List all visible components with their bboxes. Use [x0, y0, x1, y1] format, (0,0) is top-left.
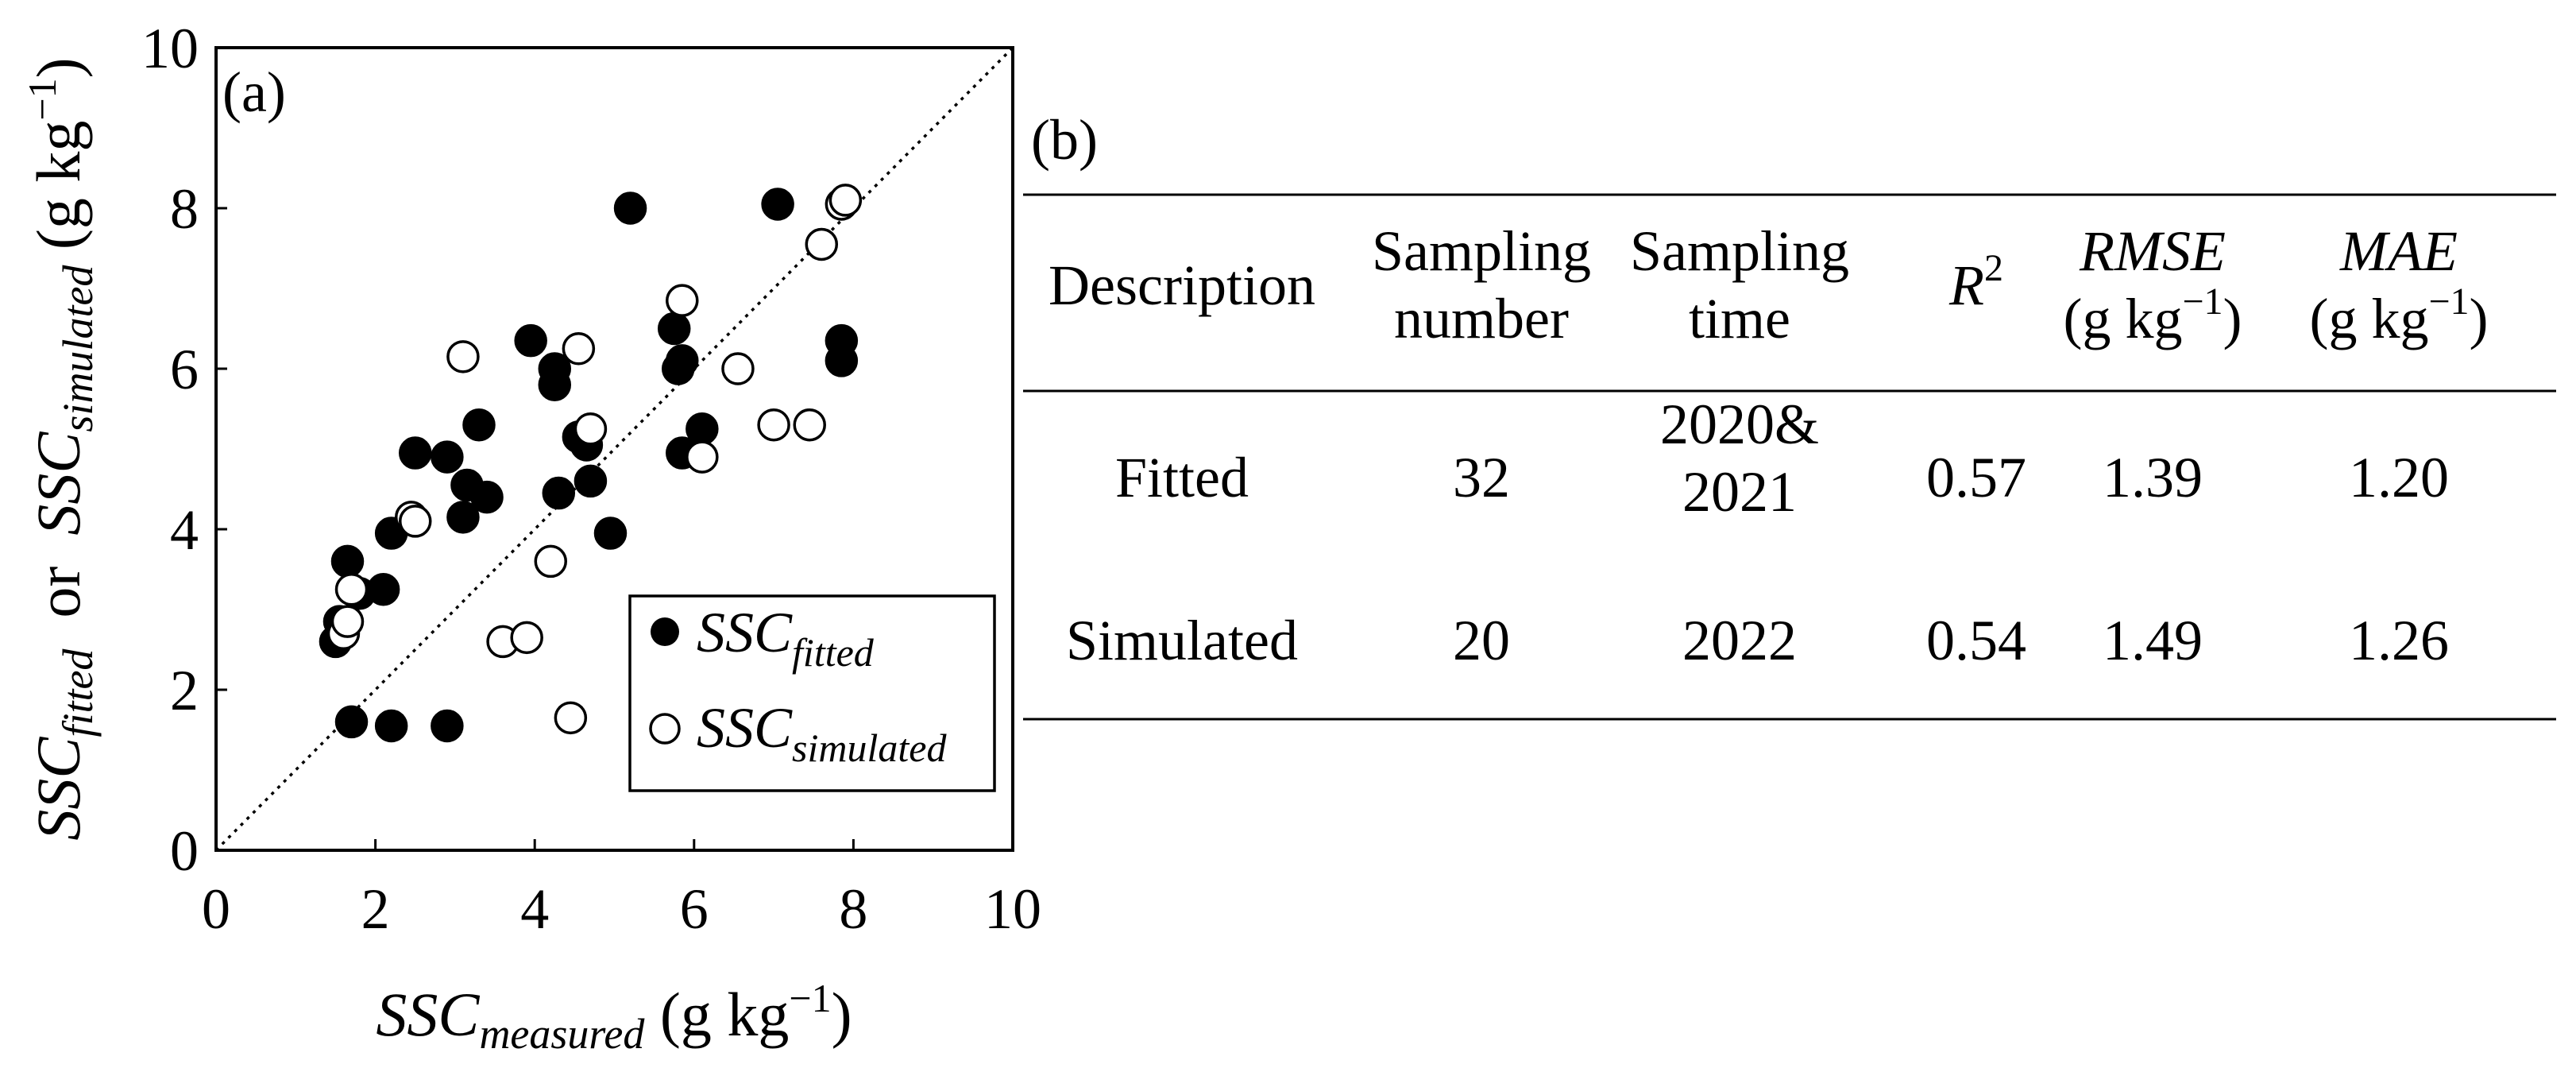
- point-fitted: [374, 709, 408, 743]
- point-simulated: [334, 573, 369, 606]
- point-fitted: [825, 344, 859, 377]
- point-simulated: [554, 701, 588, 735]
- y-tick-label: 8: [170, 177, 199, 241]
- y-tick-label: 10: [141, 17, 199, 80]
- y-axis-title: SSCfitted or SSCsimulated (g kg−1): [20, 57, 102, 840]
- point-fitted: [761, 188, 794, 221]
- legend-frame: [628, 594, 996, 792]
- table-cell: 20: [1453, 609, 1510, 672]
- x-tick-label: 4: [520, 877, 549, 941]
- table-cell: 1.39: [2103, 446, 2203, 509]
- point-fitted: [334, 705, 369, 739]
- column-header: R2: [1948, 247, 2003, 317]
- point-simulated: [793, 408, 826, 442]
- legend-marker-fitted: [651, 617, 679, 646]
- y-tick-label: 0: [170, 819, 199, 883]
- x-axis-title: SSCmeasured (g kg−1): [376, 976, 852, 1058]
- legend-label-simulated: SSCsimulated: [697, 696, 947, 770]
- point-simulated: [399, 505, 432, 538]
- point-fitted: [470, 480, 504, 514]
- column-header: MAE: [2339, 219, 2458, 283]
- x-tick-label: 10: [984, 877, 1041, 941]
- data-points: [319, 184, 863, 743]
- y-tick-label: 2: [170, 659, 199, 722]
- point-simulated: [828, 184, 863, 217]
- x-tick-label: 8: [839, 877, 867, 941]
- table-cell: 0.54: [1926, 609, 2026, 672]
- panel-label-b: (b): [1031, 108, 1098, 172]
- table-cell: 1.49: [2103, 609, 2203, 672]
- point-fitted: [666, 344, 699, 377]
- column-header: Sampling: [1372, 219, 1591, 283]
- point-fitted: [593, 517, 628, 550]
- column-header: number: [1394, 287, 1569, 350]
- scatter-panel: 0 2 4 6 8 10 0 2 4 6 8 10 (a) SSCmeasured (g kg−1)…: [20, 17, 1041, 1058]
- point-simulated: [666, 284, 699, 317]
- point-fitted: [366, 573, 400, 606]
- x-tick-label: 2: [361, 877, 390, 941]
- point-simulated: [574, 412, 608, 446]
- column-header: Description: [1049, 253, 1315, 317]
- point-fitted: [330, 544, 365, 578]
- table-cell: 1.26: [2349, 609, 2449, 672]
- point-fitted: [613, 192, 647, 225]
- column-header: RMSE: [2079, 219, 2226, 283]
- x-tick-label: 6: [680, 877, 709, 941]
- x-tick-label: 0: [202, 877, 230, 941]
- point-simulated: [562, 332, 596, 366]
- point-simulated: [510, 621, 543, 655]
- panel-label-a: (a): [222, 60, 286, 124]
- point-fitted: [431, 440, 464, 474]
- column-header: Sampling: [1630, 219, 1849, 283]
- point-fitted: [657, 312, 691, 346]
- point-fitted: [686, 412, 719, 446]
- point-fitted: [574, 464, 608, 498]
- column-header-unit: (g kg−1): [2063, 281, 2242, 350]
- point-fitted: [542, 476, 576, 510]
- y-tick-label: 4: [170, 498, 199, 562]
- y-tick-label: 6: [170, 338, 199, 401]
- point-fitted: [431, 709, 464, 743]
- table-cell: 2021: [1682, 460, 1797, 524]
- point-fitted: [514, 323, 547, 358]
- legend-marker-simulated: [649, 713, 681, 745]
- point-simulated: [757, 408, 790, 442]
- point-simulated: [805, 227, 839, 261]
- plot-area-frame: [214, 46, 1014, 852]
- point-fitted: [446, 501, 480, 534]
- point-simulated: [534, 544, 568, 578]
- column-header-unit: (g kg−1): [2309, 281, 2488, 350]
- table-cell: 2022: [1682, 609, 1797, 672]
- point-simulated: [721, 352, 755, 385]
- point-simulated: [446, 340, 480, 373]
- table-cell: 2020&: [1660, 393, 1819, 456]
- point-fitted: [462, 408, 496, 442]
- x-axis-ticks: 0 2 4 6 8 10: [202, 839, 1041, 941]
- table-cell: 32: [1453, 446, 1510, 509]
- table-cell: Fitted: [1115, 446, 1249, 509]
- stats-table-panel: (b) DescriptionSamplingnumberSamplingtim…: [1023, 108, 2556, 721]
- column-header: time: [1689, 287, 1790, 350]
- table-cell: 0.57: [1926, 446, 2026, 509]
- table-cell: 1.20: [2349, 446, 2449, 509]
- point-simulated: [686, 440, 719, 474]
- point-fitted: [538, 368, 572, 401]
- point-fitted: [399, 436, 432, 470]
- table-cell: Simulated: [1066, 609, 1298, 672]
- point-simulated: [330, 605, 365, 638]
- y-axis-ticks: 0 2 4 6 8 10: [141, 17, 227, 883]
- legend-label-fitted: SSCfitted: [697, 601, 875, 675]
- legend: SSCfitted SSCsimulated: [628, 594, 996, 792]
